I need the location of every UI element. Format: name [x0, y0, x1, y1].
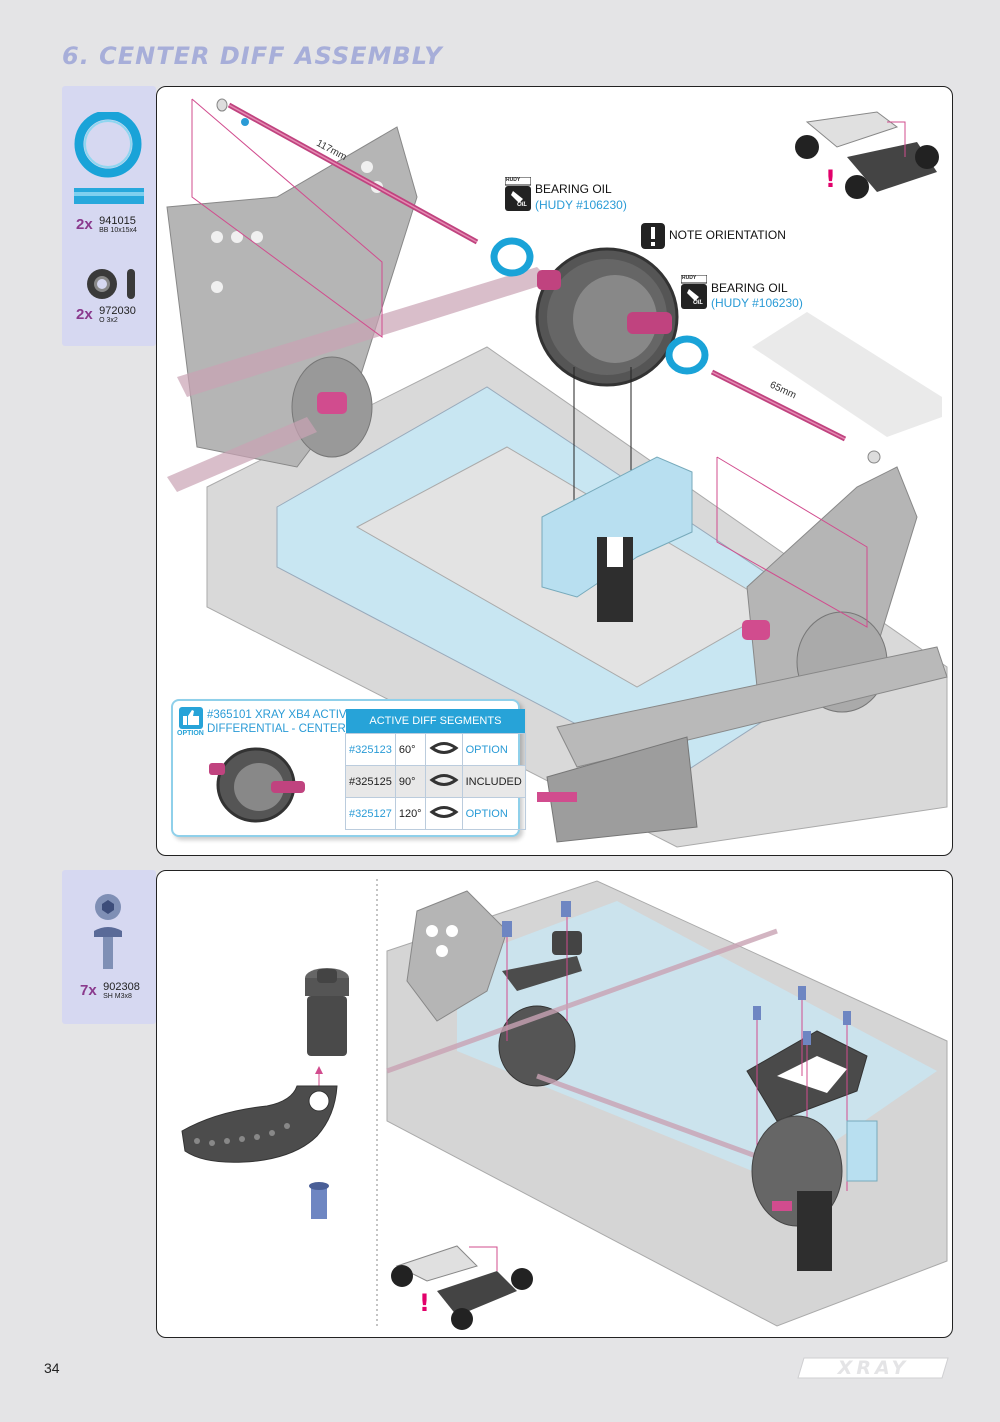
segment-icon — [429, 774, 459, 786]
oil-bottle-icon — [681, 275, 707, 309]
segment-part-number: #325127 — [345, 797, 396, 830]
segment-status: INCLUDED — [461, 765, 526, 798]
segment-status: OPTION — [461, 733, 526, 766]
thumbs-up-icon — [179, 707, 203, 729]
segment-part-number: #325125 — [345, 765, 396, 798]
note-orientation-label: NOTE ORIENTATION — [669, 228, 786, 242]
center-diff-exploded-diagram: ! — [166, 98, 948, 848]
part-number: 972030 — [99, 305, 136, 317]
o-ring-icon — [87, 269, 135, 299]
segment-part-number: #325123 — [345, 733, 396, 766]
assembly-frame-bottom: ! — [156, 870, 953, 1338]
table-header: ACTIVE DIFF SEGMENTS — [345, 709, 526, 734]
part-number: 941015 — [99, 215, 136, 227]
part-972030: 2x 972030 O 3x2 — [76, 306, 152, 325]
bearing-oil-label: BEARING OIL — [535, 182, 612, 196]
svg-text:!: ! — [825, 165, 836, 193]
rudy-label: RUDY — [682, 275, 697, 281]
option-title-line2: DIFFERENTIAL - CENTER - SET — [207, 723, 379, 735]
segment-status: OPTION — [461, 797, 526, 830]
table-row: #325127 120° OPTION — [345, 797, 526, 830]
rudy-label: RUDY — [506, 177, 521, 183]
segment-icon — [429, 806, 459, 818]
assembly-frame-top: ! 117mm 65mm RUDY OIL BEARING OIL (HUDY … — [156, 86, 953, 856]
part-desc: O 3x2 — [99, 317, 118, 324]
part-qty: 2x — [76, 216, 93, 233]
part-941015: 2x 941015 BB 10x15x4 — [76, 216, 152, 235]
parts-panel-top — [62, 86, 156, 346]
option-box: OPTION #365101 XRAY XB4 ACTIVE DIFFERENT… — [171, 699, 526, 837]
part-902308: 7x 902308 SH M3x8 — [80, 982, 156, 1001]
part-qty: 2x — [76, 306, 93, 323]
oil-bottle-icon — [505, 177, 531, 211]
oil-label: OIL — [693, 300, 703, 306]
xray-logo: XRAY — [796, 1356, 951, 1380]
oil-label: OIL — [517, 202, 527, 208]
part-desc: BB 10x15x4 — [99, 227, 137, 234]
xray-logo-mark — [797, 1357, 949, 1379]
active-diff-image — [209, 747, 305, 823]
option-badge: OPTION — [177, 730, 204, 737]
active-diff-segments-table: ACTIVE DIFF SEGMENTS #325123 60° OPTION … — [345, 709, 526, 830]
screw-icon — [94, 894, 122, 969]
page-title: 6. CENTER DIFF ASSEMBLY — [62, 42, 443, 70]
part-desc: SH M3x8 — [103, 993, 132, 1000]
segment-angle: 60° — [394, 733, 426, 766]
table-row: #325123 60° OPTION — [345, 733, 526, 766]
bearing-oil-ref: (HUDY #106230) — [535, 198, 627, 212]
table-row: #325125 90° INCLUDED — [345, 765, 526, 798]
bearing-oil-label: BEARING OIL — [711, 281, 788, 295]
car-thumbnail: ! — [792, 102, 939, 202]
part-qty: 7x — [80, 982, 97, 999]
bearing-icon — [74, 112, 144, 204]
segment-icon — [429, 742, 459, 754]
svg-text:!: ! — [419, 1289, 430, 1317]
part-number: 902308 — [103, 981, 140, 993]
diff-mount-assembly-diagram: ! — [181, 879, 948, 1336]
segment-icon-cell — [424, 733, 463, 766]
page-number: 34 — [44, 1360, 60, 1376]
option-title-line1: #365101 XRAY XB4 ACTIVE — [207, 709, 355, 721]
segment-icon-cell — [424, 765, 463, 798]
exclamation-icon — [641, 223, 665, 249]
segment-icon-cell — [424, 797, 463, 830]
segment-angle: 120° — [394, 797, 426, 830]
bearing-oil-ref: (HUDY #106230) — [711, 296, 803, 310]
segment-angle: 90° — [394, 765, 426, 798]
xray-logo-text: XRAY — [837, 1357, 910, 1379]
